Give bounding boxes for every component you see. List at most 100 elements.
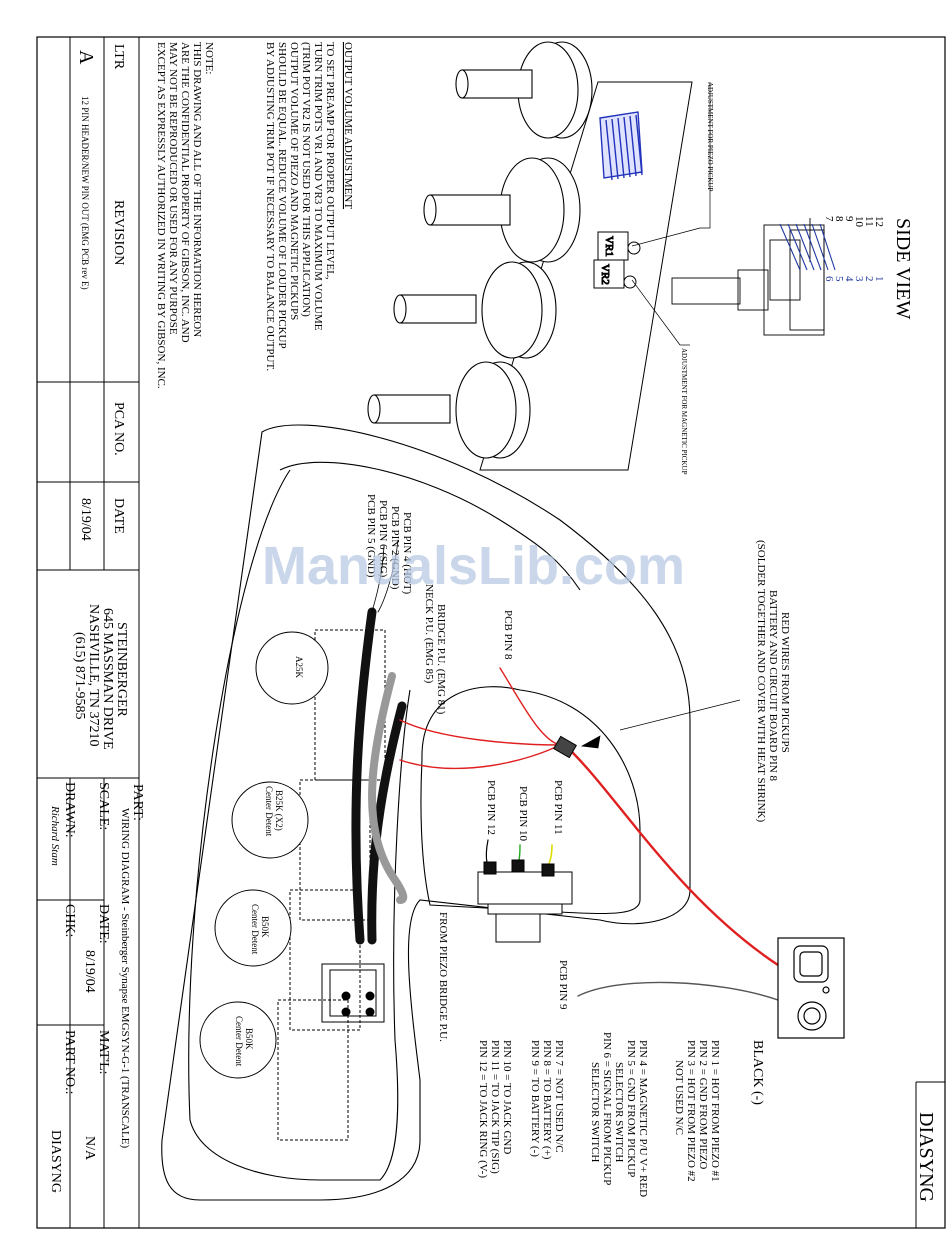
svg-text:PCB PIN 9: PCB PIN 9 [557,960,569,1010]
svg-text:OUTPUT VOLUME OF PIEZO AND MAG: OUTPUT VOLUME OF PIEZO AND MAGNETIC PICK… [288,42,300,320]
svg-text:7: 7 [823,216,835,222]
svg-text:STEINBERGER: STEINBERGER [114,622,129,718]
svg-text:5: 5 [833,276,845,282]
svg-text:PIN 8 = TO BATTERY (+): PIN 8 = TO BATTERY (+) [541,1040,553,1160]
svg-text:PCB PIN 12: PCB PIN 12 [485,780,497,835]
svg-text:DRAWN:: DRAWN: [62,782,77,838]
svg-text:NASHVILLE, TN 37210: NASHVILLE, TN 37210 [86,604,101,746]
svg-text:PIN 10 = TO JACK GND: PIN 10 = TO JACK GND [501,1040,513,1154]
svg-text:RED WIRES FROM PICKUPS: RED WIRES FROM PICKUPS [779,612,791,753]
svg-text:A: A [75,50,97,65]
svg-text:PIN 6 = SIGNAL FROM PICKUP: PIN 6 = SIGNAL FROM PICKUP [601,1032,613,1185]
svg-text:PCB PIN 4 (HOT): PCB PIN 4 (HOT) [401,512,413,595]
svg-text:8: 8 [833,216,845,222]
side-view-title: SIDE VIEW [892,218,914,319]
legal-notes: NOTE: THIS DRAWING AND ALL OF THE INFORM… [155,42,215,389]
cavity-pots [199,629,386,1141]
svg-text:BATTERY AND CIRCUIT BOARD PIN: BATTERY AND CIRCUIT BOARD PIN 8 [767,590,779,781]
guitar-body-outline [161,424,691,1201]
svg-text:PCB PIN 10: PCB PIN 10 [517,786,529,842]
svg-text:3: 3 [853,276,865,282]
svg-text:645 MASSMAN DRIVE: 645 MASSMAN DRIVE [100,608,115,750]
svg-text:12: 12 [873,216,885,227]
wires [351,539,780,1001]
pot-a25k-label: A25K [294,656,304,678]
output-jack [477,859,573,943]
svg-text:SELECTOR SWITCH: SELECTOR SWITCH [589,1062,601,1162]
svg-text:NOTE:: NOTE: [203,42,215,74]
svg-text:(615) 871-9585: (615) 871-9585 [72,632,87,720]
svg-text:MAY NOT BE REPRODUCED OR USED: MAY NOT BE REPRODUCED OR USED FOR ANY PU… [167,42,179,335]
svg-text:N/A: N/A [82,1136,97,1161]
vr2-label: VR2 [599,264,611,285]
svg-text:CHK:: CHK: [62,904,77,937]
pot-b25k-detent: Center Detent [264,786,274,837]
svg-text:(SOLDER TOGETHER AND COVER WIT: (SOLDER TOGETHER AND COVER WITH HEAT SHR… [755,540,767,822]
svg-text:PART:: PART: [130,784,145,821]
battery-box [777,937,845,1039]
svg-text:DATE: DATE [111,498,126,534]
svg-text:THIS DRAWING AND ALL OF THE IN: THIS DRAWING AND ALL OF THE INFORMATION … [191,42,203,337]
selector-switch [321,963,385,1023]
title-block: PART: WIRING DIAGRAM - Steinberger Synap… [48,782,145,1193]
pot-b50k-1-detent: Center Detent [250,904,260,955]
svg-text:NOT USED N/C: NOT USED N/C [673,1060,685,1135]
svg-text:8/19/04: 8/19/04 [78,498,93,541]
svg-text:NECK P.U. (EMG 85): NECK P.U. (EMG 85) [423,584,435,684]
svg-text:2: 2 [863,276,875,282]
svg-text:Richard Stam: Richard Stam [49,805,61,866]
svg-text:PCB PIN 8: PCB PIN 8 [502,610,514,660]
svg-text:REVISION: REVISION [111,200,126,265]
red-wires-leader [580,699,741,749]
watermark: ManualsLib.com [262,536,685,596]
svg-text:6: 6 [823,276,835,282]
pot-b50k-2 [199,999,349,1141]
svg-text:SELECTOR SWITCH: SELECTOR SWITCH [613,1062,625,1162]
svg-text:BLACK (-): BLACK (-) [750,1040,765,1105]
svg-text:OUTPUT VOLUME ADJUSTMENT: OUTPUT VOLUME ADJUSTMENT [342,42,354,209]
svg-text:(TRIM POT VR2 IS NOT USED FOR: (TRIM POT VR2 IS NOT USED FOR THIS APPLI… [300,42,312,317]
svg-text:PCB PIN 11: PCB PIN 11 [552,780,564,835]
pot-b25k [231,779,371,921]
svg-text:10: 10 [853,216,865,228]
svg-text:PCB PIN 5 (GND): PCB PIN 5 (GND) [365,494,377,578]
svg-text:MAT'L:: MAT'L: [96,1030,111,1075]
svg-text:WIRING DIAGRAM - Steinberger S: WIRING DIAGRAM - Steinberger Synapse EMG… [119,808,131,1148]
adjustment-leaders [631,82,711,346]
svg-text:DATE:: DATE: [96,904,111,944]
svg-text:FROM PIEZO BRIDGE P.U.: FROM PIEZO BRIDGE P.U. [437,912,449,1042]
svg-text:12 PIN HEADER/NEW PIN OUT (EMG: 12 PIN HEADER/NEW PIN OUT (EMG PCB rev E… [80,96,90,290]
svg-text:PCB PIN 2 (GND): PCB PIN 2 (GND) [389,506,401,590]
side-view-component [671,218,836,336]
svg-text:SHOULD BE EQUAL. REDUCE VOLUM: SHOULD BE EQUAL. REDUCE VOLUME OF LOUDER… [276,42,288,349]
svg-text:8/19/04: 8/19/04 [82,950,97,993]
svg-text:PIN 5 = GND FROM PICKUP: PIN 5 = GND FROM PICKUP [625,1040,637,1177]
svg-text:11: 11 [863,216,875,227]
svg-text:9: 9 [843,216,855,222]
output-volume-notes: OUTPUT VOLUME ADJUSTMENT TO SET PREAMP F… [264,42,354,371]
svg-text:PIN 4 = MAGNETIC P/U V+ RED: PIN 4 = MAGNETIC P/U V+ RED [637,1040,649,1197]
svg-text:BRIDGE P.U. (EMG 81): BRIDGE P.U. (EMG 81) [435,604,447,715]
svg-text:PIN 1 = HOT FROM PIEZO #1: PIN 1 = HOT FROM PIEZO #1 [709,1040,721,1182]
svg-text:PIN 11 = TO JACK TIP (SIG): PIN 11 = TO JACK TIP (SIG) [489,1040,501,1174]
doc-id-corner: DIASYNG [915,1112,937,1202]
svg-text:PIN 9 = TO BATTERY (-): PIN 9 = TO BATTERY (-) [529,1040,541,1157]
pot-b25k-label: B25K (X2) [274,790,284,831]
svg-text:PIN 12 = TO JACK RING (V-): PIN 12 = TO JACK RING (V-) [477,1040,489,1178]
adj-magnetic-label: ADJUSTMENT FOR MAGNETIC PICKUP [680,348,688,475]
pot-b50k-1-label: B50K [260,916,270,938]
svg-text:PIN 3 = HOT FROM PIEZO #2: PIN 3 = HOT FROM PIEZO #2 [685,1040,697,1182]
pin-legend: PIN 1 = HOT FROM PIEZO #1 PIN 2 = GND FR… [477,1032,721,1197]
svg-text:PCB PIN 6 (SIG): PCB PIN 6 (SIG) [377,500,389,578]
pot-a25k [255,629,386,781]
svg-text:ARE THE CONFIDENTIAL PROPERTY: ARE THE CONFIDENTIAL PROPERTY OF GIBSON,… [179,42,191,343]
svg-text:PART NO.:: PART NO.: [62,1030,77,1095]
svg-text:BY ADJUSTING TRIM POT IF NECES: BY ADJUSTING TRIM POT IF NECESSARY TO BA… [264,42,276,371]
svg-text:4: 4 [843,276,855,282]
side-header-pins [779,223,836,271]
diagram-labels: RED WIRES FROM PICKUPS BATTERY AND CIRCU… [365,494,791,1105]
svg-text:TO SET PREAMP FOR PROPER OUTPU: TO SET PREAMP FOR PROPER OUTPUT LEVEL, [324,42,336,280]
svg-text:1: 1 [873,276,885,282]
pots-side [367,41,593,459]
